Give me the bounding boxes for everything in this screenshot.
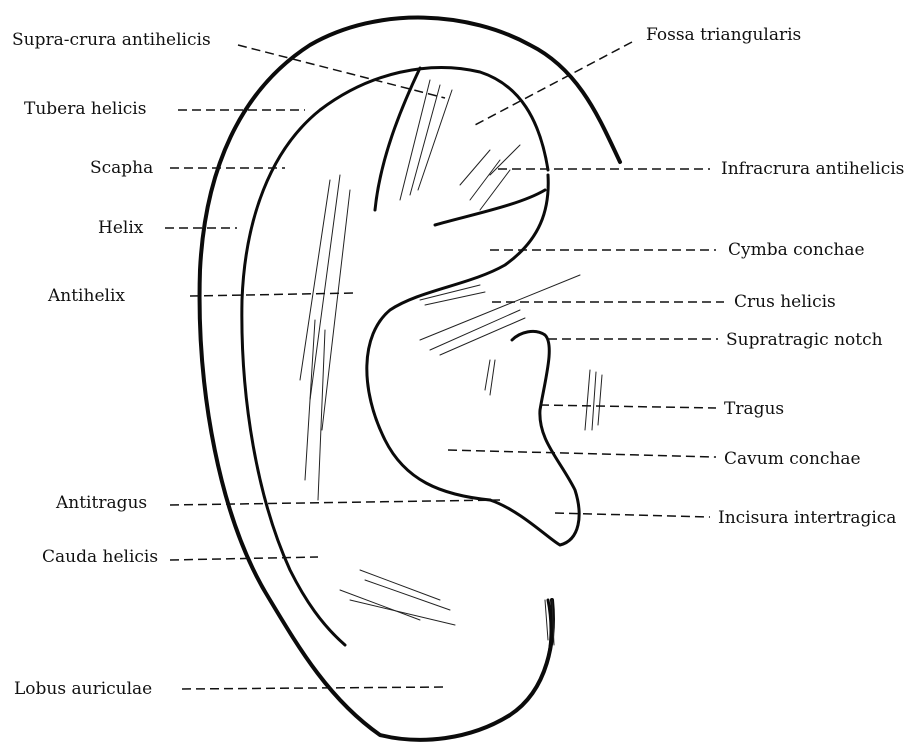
lobule-inner-stroke — [548, 600, 551, 660]
leader-supra-crura-antihelicis — [238, 45, 445, 98]
label-incisura-intertragica: Incisura intertragica — [718, 508, 896, 528]
label-lobus-auriculae: Lobus auriculae — [14, 679, 152, 699]
leader-antihelix — [190, 293, 355, 296]
leader-lines — [165, 42, 724, 689]
label-supra-crura-antihelicis: Supra-crura antihelicis — [12, 30, 211, 50]
anatomy-labels: Supra-crura antihelicis Fossa triangular… — [12, 25, 904, 699]
crus-helicis-ridge — [435, 190, 545, 225]
label-scapha: Scapha — [90, 158, 153, 178]
label-antihelix: Antihelix — [47, 286, 125, 306]
label-tragus: Tragus — [724, 399, 784, 419]
leader-tragus — [540, 405, 716, 408]
antihelix-crus-line — [375, 68, 420, 210]
ear-illustration — [200, 18, 620, 740]
tragus-contour — [490, 331, 579, 545]
label-fossa-triangularis: Fossa triangularis — [646, 25, 801, 45]
label-crus-helicis: Crus helicis — [734, 292, 836, 312]
helix-outer-contour — [200, 18, 620, 740]
leader-lobus-auriculae — [182, 687, 445, 689]
leader-cavum-conchae — [448, 450, 716, 457]
label-infracrura-antihelicis: Infracrura antihelicis — [721, 159, 904, 179]
label-tubera-helicis: Tubera helicis — [24, 99, 146, 119]
leader-cauda-helicis — [170, 557, 318, 560]
label-cavum-conchae: Cavum conchae — [724, 449, 861, 469]
label-supratragic-notch: Supratragic notch — [726, 330, 883, 350]
label-cymba-conchae: Cymba conchae — [728, 240, 865, 260]
label-antitragus: Antitragus — [55, 493, 147, 513]
leader-fossa-triangularis — [475, 42, 632, 125]
helix-inner-edge — [242, 68, 548, 645]
label-cauda-helicis: Cauda helicis — [42, 547, 158, 567]
shading-hatches — [300, 80, 602, 645]
leader-antitragus — [170, 500, 500, 505]
label-helix: Helix — [98, 218, 144, 238]
